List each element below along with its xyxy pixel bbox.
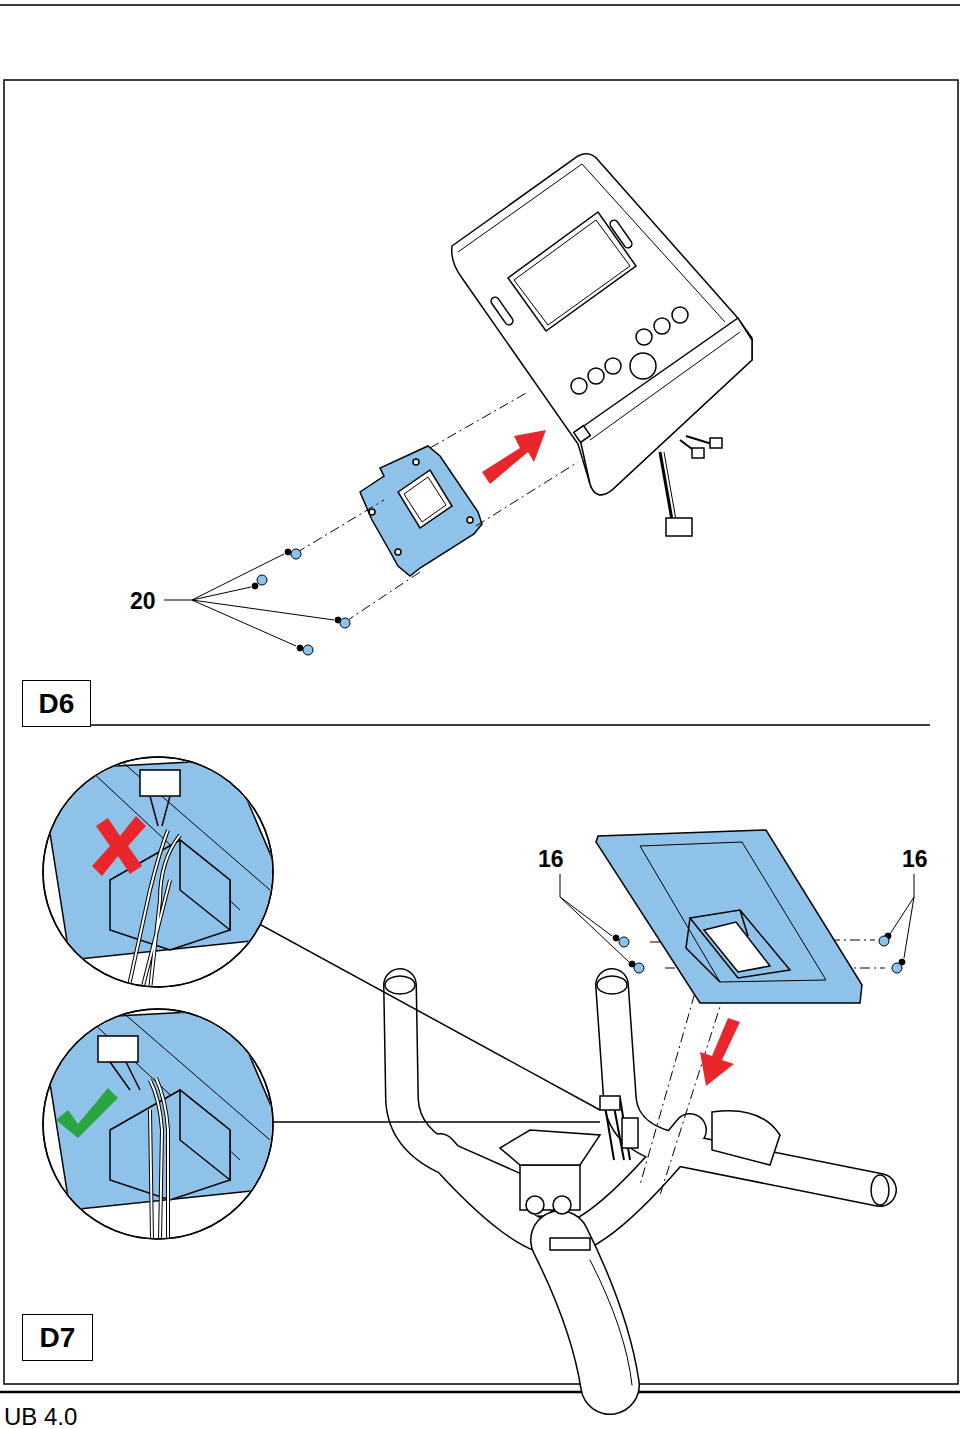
callout-number: 16 bbox=[538, 848, 564, 871]
correct-mark bbox=[56, 1088, 118, 1138]
detail-wrong bbox=[40, 757, 600, 1110]
model-name: UB 4.0 bbox=[4, 1405, 77, 1429]
step-divider bbox=[91, 724, 930, 726]
direction-arrow bbox=[482, 430, 546, 484]
direction-arrow-d7 bbox=[700, 1018, 740, 1086]
handlebar bbox=[400, 985, 880, 1385]
callout-number: 20 bbox=[130, 590, 156, 613]
screws-d7 bbox=[613, 933, 905, 973]
page-frame bbox=[4, 80, 958, 1384]
top-rule bbox=[0, 4, 960, 6]
step-box: D6 bbox=[22, 680, 91, 727]
step-box: D7 bbox=[22, 1314, 93, 1361]
wrong-mark bbox=[92, 816, 146, 876]
detail-correct bbox=[40, 1009, 600, 1240]
alignment-lines bbox=[296, 392, 578, 622]
console-underside bbox=[596, 830, 862, 1003]
leader-lines bbox=[164, 554, 334, 646]
leader-lines-d7 bbox=[560, 874, 914, 962]
screws bbox=[252, 549, 350, 655]
step-number: D7 bbox=[40, 1321, 76, 1355]
callout-number: 16 bbox=[902, 848, 928, 871]
step-number: D6 bbox=[39, 687, 75, 721]
handlebar-details bbox=[385, 976, 889, 1250]
console bbox=[452, 154, 752, 536]
mounting-bracket bbox=[360, 446, 482, 576]
bottom-rule bbox=[0, 1391, 960, 1394]
